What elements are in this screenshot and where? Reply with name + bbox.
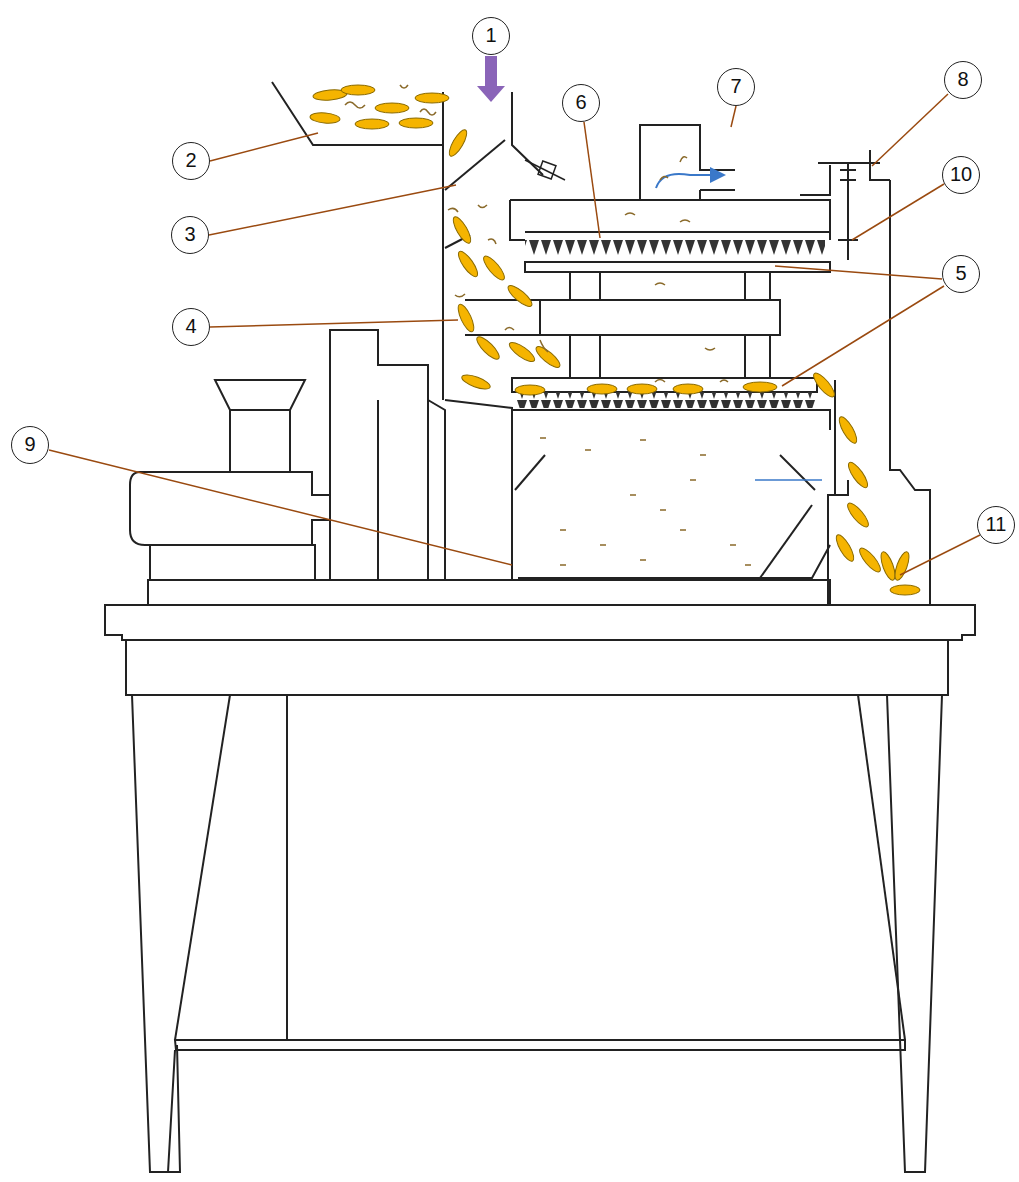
straw <box>345 85 751 565</box>
air-arrow <box>656 174 722 188</box>
machine-outline <box>105 82 975 1172</box>
callout-number: 2 <box>172 142 210 180</box>
valve-symbol <box>525 160 565 180</box>
callout-number: 9 <box>11 426 49 464</box>
callout-number: 1 <box>472 17 510 55</box>
grain <box>310 85 920 595</box>
brush-row <box>525 240 825 256</box>
callout-number: 7 <box>717 68 755 106</box>
callout-number: 3 <box>171 216 209 254</box>
callout-number: 5 <box>942 255 980 293</box>
level-line <box>755 479 822 481</box>
callout-number: 11 <box>977 506 1015 544</box>
inlet-arrow <box>477 56 505 102</box>
callout-number: 4 <box>172 308 210 346</box>
leader-line <box>49 94 980 575</box>
callout-number: 8 <box>944 61 982 99</box>
brush-row <box>515 392 815 408</box>
callout-number: 10 <box>942 156 980 194</box>
callout-number: 6 <box>562 84 600 122</box>
